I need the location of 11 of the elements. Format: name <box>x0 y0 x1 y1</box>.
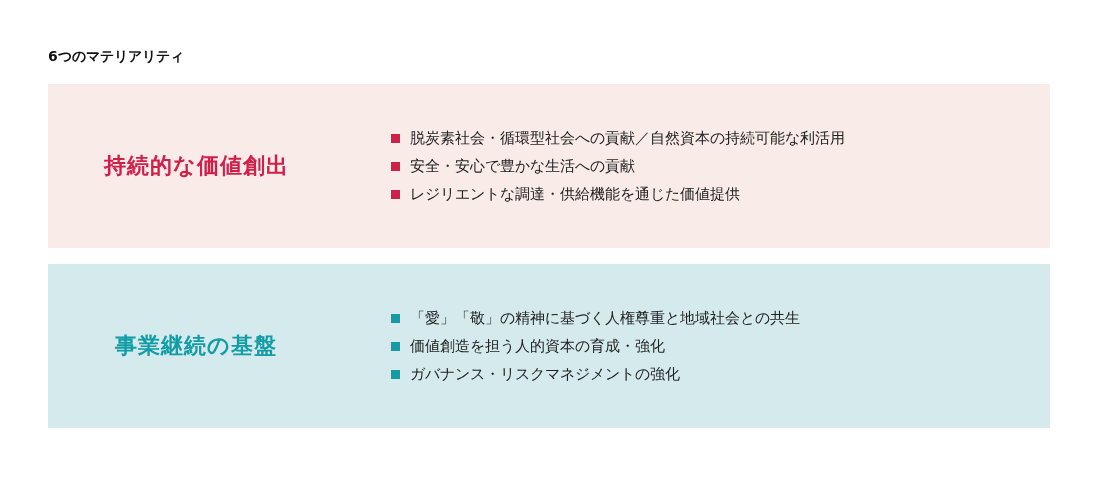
list-item-text: レジリエントな調達・供給機能を通じた価値提供 <box>410 184 740 204</box>
list-item-text: 「愛」「敬」の精神に基づく人権尊重と地域社会との共生 <box>410 308 800 328</box>
page-title: 6つのマテリアリティ <box>48 47 184 65</box>
list-item-text: ガバナンス・リスクマネジメントの強化 <box>410 364 680 384</box>
list-item-text: 価値創造を担う人的資本の育成・強化 <box>410 336 665 356</box>
list-item-text: 脱炭素社会・循環型社会への貢献／自然資本の持続可能な利活用 <box>410 128 845 148</box>
list-item-text: 安全・安心で豊かな生活への貢献 <box>410 156 635 176</box>
materiality-panel <box>48 264 1050 428</box>
panel-heading: 持続的な価値創出 <box>103 152 289 180</box>
panel-heading: 事業継続の基盤 <box>115 332 277 360</box>
materiality-panel <box>48 84 1050 248</box>
